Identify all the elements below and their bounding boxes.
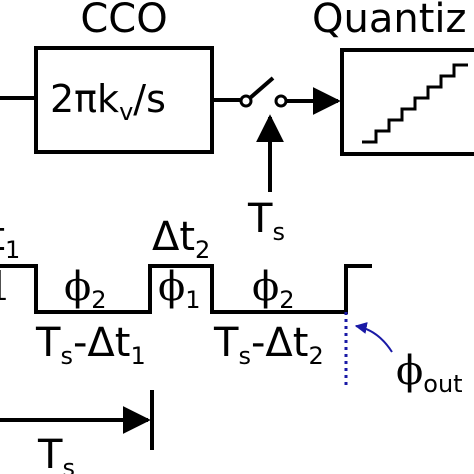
switch-left-node: [239, 94, 253, 108]
cco-transfer-function: 2πkv/s: [50, 77, 166, 126]
quantizer-staircase-icon: [362, 63, 468, 144]
phi2-second-label: ϕ2: [252, 264, 295, 314]
dt2-label: Δt2: [152, 214, 210, 264]
phi2-first-label: ϕ2: [64, 264, 107, 314]
waveform: [0, 264, 372, 314]
clock-label: Ts: [247, 196, 285, 246]
switch-right-node: [274, 94, 288, 108]
interval-ts-minus-dt1: Ts-Δt1: [35, 320, 146, 370]
phi1-label: ϕ1: [158, 264, 201, 314]
quantizer-block: [340, 48, 474, 156]
phi1-left-label: 1: [0, 264, 11, 310]
phi-out-pointer-arrow: [354, 322, 393, 353]
phi-out-label: ϕout=: [396, 348, 474, 398]
dt1-label: Δt1: [0, 214, 20, 264]
sampling-switch-blade: [248, 76, 275, 100]
period-label: Ts: [37, 432, 75, 474]
quantizer-title: Quantiz: [312, 0, 467, 42]
interval-ts-minus-dt2: Ts-Δt2: [213, 320, 324, 370]
cco-title: CCO: [80, 0, 167, 42]
